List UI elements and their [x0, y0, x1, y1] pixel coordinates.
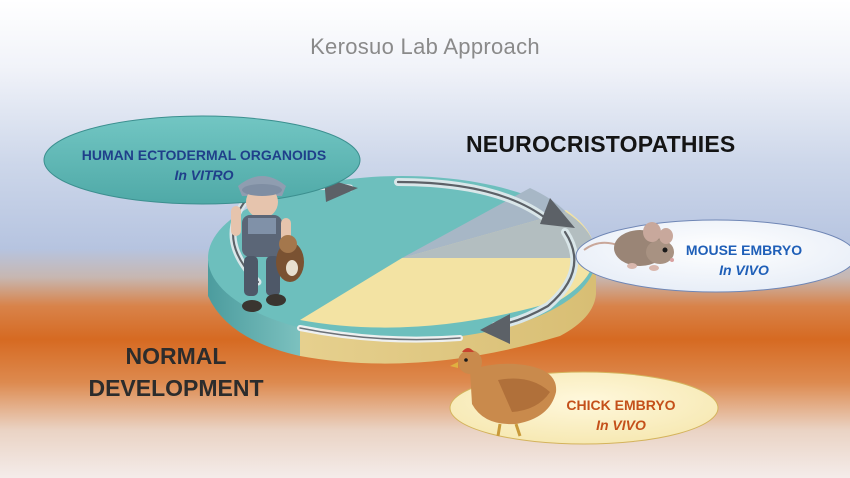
hen-image [450, 348, 557, 437]
human-organoid-name: HUMAN ECTODERMAL ORGANOIDS [81, 147, 327, 163]
chick-embryo-label: CHICK EMBRYO In VIVO [536, 395, 706, 435]
mouse-embryo-label: MOUSE EMBRYO In VIVO [652, 240, 836, 280]
chick-embryo-mode: In VIVO [596, 417, 646, 433]
chick-embryo-name: CHICK EMBRYO [566, 397, 676, 413]
mouse-image [583, 222, 674, 271]
mouse-embryo-mode: In VIVO [719, 262, 769, 278]
mouse-embryo-name: MOUSE EMBRYO [685, 242, 803, 258]
normal-development-label: NORMAL DEVELOPMENT [60, 340, 292, 404]
neurocristopathies-label: NEUROCRISTOPATHIES [466, 131, 736, 157]
arrow-head-bottom [480, 314, 510, 344]
slide-title: Kerosuo Lab Approach [310, 34, 540, 59]
arrow-head-right [540, 198, 575, 228]
normal-development-line2: DEVELOPMENT [88, 375, 264, 401]
human-organoid-bubble [43, 115, 361, 205]
toddler-image [231, 176, 304, 312]
normal-development-line1: NORMAL [125, 343, 227, 369]
human-organoid-mode: In VITRO [174, 167, 234, 183]
human-organoid-label: HUMAN ECTODERMAL ORGANOIDS In VITRO [44, 145, 364, 185]
